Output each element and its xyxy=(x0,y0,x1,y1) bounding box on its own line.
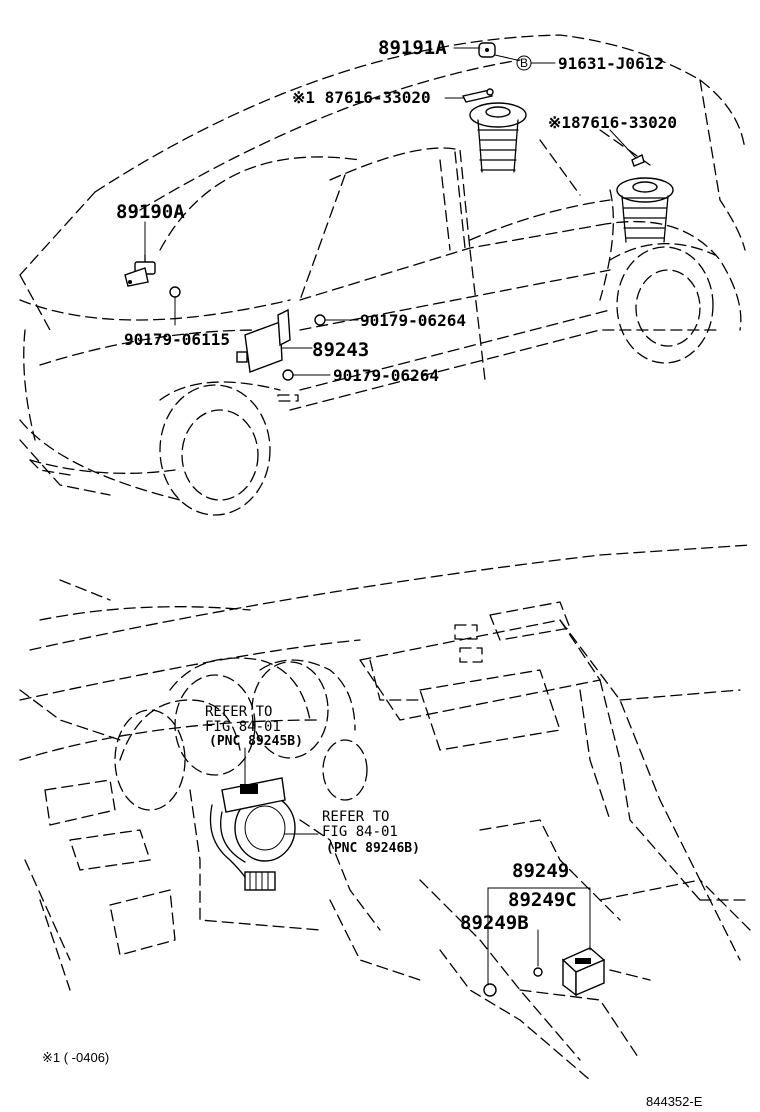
refer1-line2: FIG 84-01 xyxy=(205,719,281,735)
label-90179-06264-a: 90179-06264 xyxy=(360,311,466,330)
refer1-line3: (PNC 89245B) xyxy=(209,734,303,749)
refer2-line3: (PNC 89246B) xyxy=(326,841,420,856)
label-87616-33020-front: ※1 87616-33020 xyxy=(292,88,431,107)
bracket-87616-front xyxy=(461,88,494,103)
nut-90179-06264-b xyxy=(282,369,294,381)
label-89190a: 89190A xyxy=(116,201,185,223)
label-90179-06264-b: 90179-06264 xyxy=(333,366,439,385)
refer-note-89245b: REFER TO FIG 84-01 (PNC 89245B) xyxy=(205,704,303,749)
dashboard-outline xyxy=(19,544,751,1081)
ecu-89243 xyxy=(236,308,291,373)
spiral-cable-assembly xyxy=(209,777,296,891)
nut-90179-06115 xyxy=(169,286,181,298)
bolt-marker-b-icon: B xyxy=(516,55,532,71)
label-90179-06115: 90179-06115 xyxy=(124,330,230,349)
refer1-line1: REFER TO xyxy=(205,704,272,720)
label-87616-33020-rear: ※187616-33020 xyxy=(548,113,677,132)
nut-90179-06264-a xyxy=(314,314,326,326)
figure-code: 844352-E xyxy=(646,1094,703,1109)
upper-leader-lines xyxy=(144,47,637,376)
refer2-line2: FIG 84-01 xyxy=(322,824,398,840)
label-89249c: 89249C xyxy=(508,889,577,911)
label-89191a: 89191A xyxy=(378,37,447,59)
label-89243: 89243 xyxy=(312,339,369,361)
footnote: ※1 ( -0406) xyxy=(42,1050,109,1065)
car-body-outline xyxy=(19,34,746,516)
label-89249b: 89249B xyxy=(460,912,529,934)
lower-leader-lines xyxy=(244,747,591,986)
label-91631-j0612: 91631-J0612 xyxy=(558,54,664,73)
suspension-springs xyxy=(469,102,674,243)
switch-89249 xyxy=(483,947,606,997)
bracket-87616-rear xyxy=(631,153,645,167)
label-89249: 89249 xyxy=(512,860,569,882)
height-sensor-89191a xyxy=(478,42,496,58)
sensor-89190a xyxy=(124,254,156,287)
bolt-marker-letter: B xyxy=(520,56,528,70)
refer2-line1: REFER TO xyxy=(322,809,389,825)
refer-note-89246b: REFER TO FIG 84-01 (PNC 89246B) xyxy=(322,809,420,856)
